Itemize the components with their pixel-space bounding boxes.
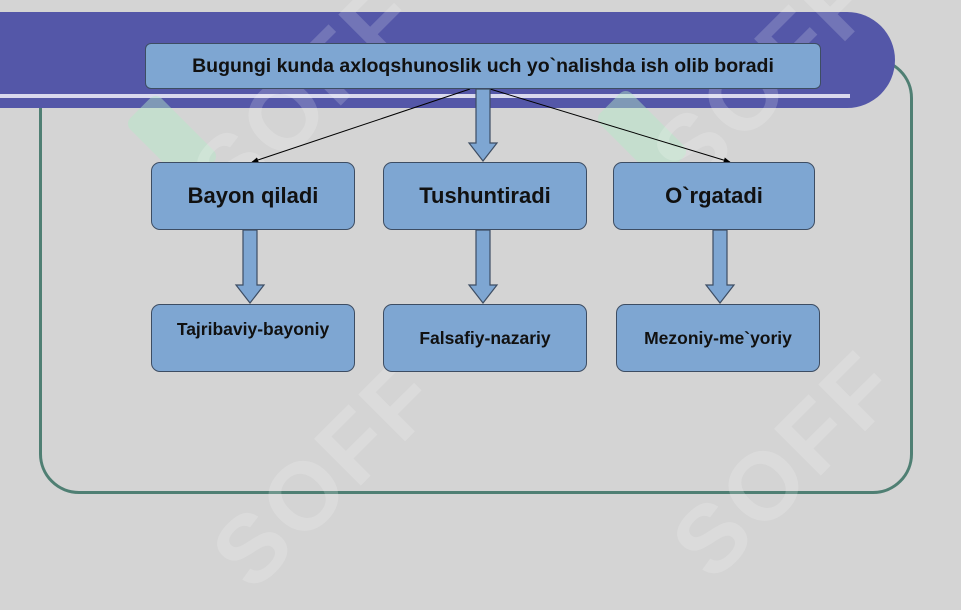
block-arrow-right: [704, 229, 736, 304]
block-arrow-center: [467, 88, 499, 162]
banner-underline: [0, 94, 850, 98]
connector-arrow-left: [251, 88, 471, 163]
slide: SOFF SOFF SOFF SOFF Bugungi kunda axloqs…: [0, 12, 913, 494]
block-arrow-left: [234, 229, 266, 304]
node-tajribaviy-bayoniy: Tajribaviy-bayoniy: [151, 304, 355, 372]
node-mezoniy-meyoriy: Mezoniy-me`yoriy: [616, 304, 820, 372]
diagram-title: Bugungi kunda axloqshunoslik uch yo`nali…: [145, 43, 821, 89]
connectors: [234, 88, 736, 304]
node-falsafiy-nazariy: Falsafiy-nazariy: [383, 304, 587, 372]
block-arrow-center-lower: [467, 229, 499, 304]
node-orgatadi: O`rgatadi: [613, 162, 815, 230]
node-tushuntiradi: Tushuntiradi: [383, 162, 587, 230]
connector-arrow-right: [489, 88, 731, 163]
node-bayon-qiladi: Bayon qiladi: [151, 162, 355, 230]
